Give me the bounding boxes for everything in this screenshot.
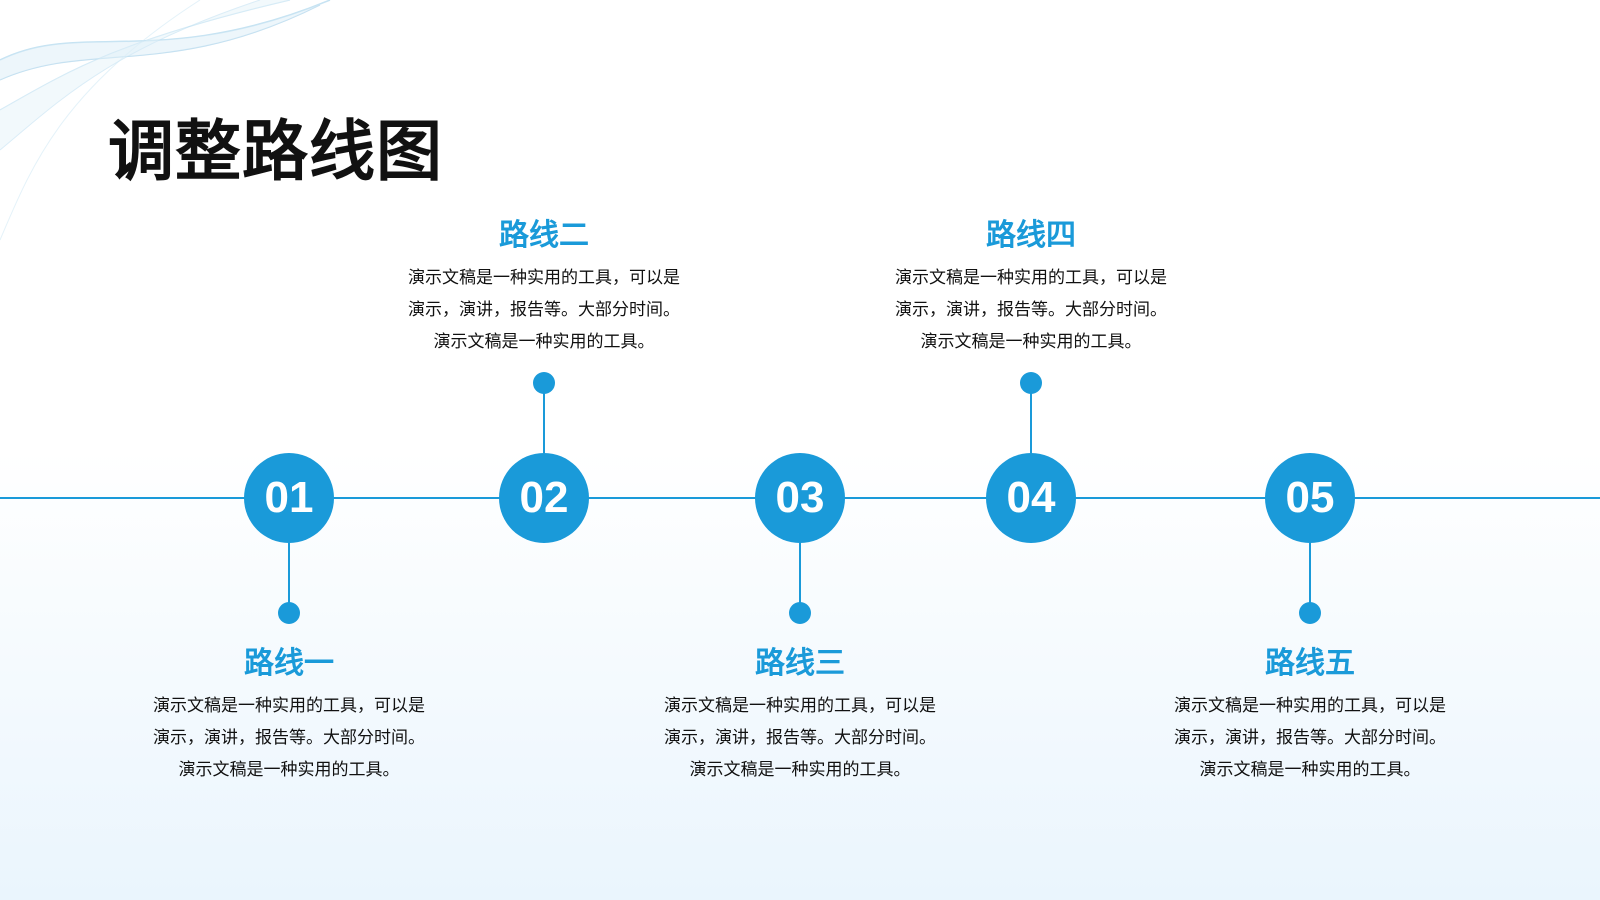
description-line: 演示，演讲，报告等。大部分时间。	[1174, 728, 1446, 748]
route-node-05: 05	[1265, 453, 1355, 543]
route-connector	[288, 543, 290, 613]
route-description: 演示文稿是一种实用的工具，可以是演示，演讲，报告等。大部分时间。演示文稿是一种实…	[630, 690, 970, 786]
description-line: 演示，演讲，报告等。大部分时间。	[895, 300, 1167, 320]
route-connector	[799, 543, 801, 613]
route-dot	[533, 372, 555, 394]
description-line: 演示文稿是一种实用的工具，可以是	[895, 268, 1167, 288]
description-line: 演示文稿是一种实用的工具。	[689, 760, 911, 780]
decorative-wave	[0, 0, 331, 241]
route-name: 路线一	[244, 646, 334, 681]
description-line: 演示，演讲，报告等。大部分时间。	[153, 728, 425, 748]
route-node-03: 03	[755, 453, 845, 543]
route-node-01: 01	[244, 453, 334, 543]
route-dot	[1020, 372, 1042, 394]
description-line: 演示文稿是一种实用的工具。	[178, 760, 400, 780]
route-name: 路线五	[1265, 646, 1355, 681]
description-line: 演示，演讲，报告等。大部分时间。	[408, 300, 680, 320]
page-title: 调整路线图	[108, 113, 443, 190]
route-node-02: 02	[499, 453, 589, 543]
route-description: 演示文稿是一种实用的工具，可以是演示，演讲，报告等。大部分时间。演示文稿是一种实…	[374, 262, 714, 358]
route-block-04: 路线四演示文稿是一种实用的工具，可以是演示，演讲，报告等。大部分时间。演示文稿是…	[861, 216, 1201, 358]
route-block-01: 路线一演示文稿是一种实用的工具，可以是演示，演讲，报告等。大部分时间。演示文稿是…	[119, 644, 459, 786]
route-connector	[1030, 383, 1032, 453]
route-description: 演示文稿是一种实用的工具，可以是演示，演讲，报告等。大部分时间。演示文稿是一种实…	[119, 690, 459, 786]
route-dot	[278, 602, 300, 624]
route-block-03: 路线三演示文稿是一种实用的工具，可以是演示，演讲，报告等。大部分时间。演示文稿是…	[630, 644, 970, 786]
description-line: 演示文稿是一种实用的工具，可以是	[1174, 696, 1446, 716]
description-line: 演示文稿是一种实用的工具。	[433, 332, 655, 352]
route-block-02: 路线二演示文稿是一种实用的工具，可以是演示，演讲，报告等。大部分时间。演示文稿是…	[374, 216, 714, 358]
route-name: 路线三	[755, 646, 845, 681]
route-block-05: 路线五演示文稿是一种实用的工具，可以是演示，演讲，报告等。大部分时间。演示文稿是…	[1140, 644, 1480, 786]
route-name: 路线四	[986, 218, 1076, 253]
description-line: 演示，演讲，报告等。大部分时间。	[664, 728, 936, 748]
route-node-04: 04	[986, 453, 1076, 543]
route-connector	[1309, 543, 1311, 613]
description-line: 演示文稿是一种实用的工具，可以是	[408, 268, 680, 288]
route-description: 演示文稿是一种实用的工具，可以是演示，演讲，报告等。大部分时间。演示文稿是一种实…	[1140, 690, 1480, 786]
route-dot	[1299, 602, 1321, 624]
description-line: 演示文稿是一种实用的工具。	[920, 332, 1142, 352]
route-connector	[543, 383, 545, 453]
description-line: 演示文稿是一种实用的工具。	[1199, 760, 1421, 780]
description-line: 演示文稿是一种实用的工具，可以是	[153, 696, 425, 716]
route-description: 演示文稿是一种实用的工具，可以是演示，演讲，报告等。大部分时间。演示文稿是一种实…	[861, 262, 1201, 358]
route-dot	[789, 602, 811, 624]
route-name: 路线二	[499, 218, 589, 253]
description-line: 演示文稿是一种实用的工具，可以是	[664, 696, 936, 716]
